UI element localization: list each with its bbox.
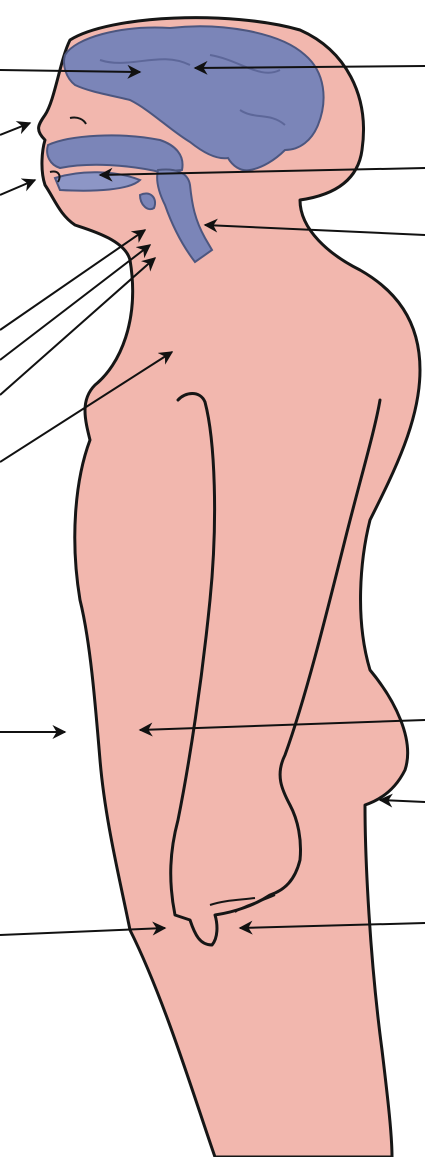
human-body-diagram [0,0,425,1157]
